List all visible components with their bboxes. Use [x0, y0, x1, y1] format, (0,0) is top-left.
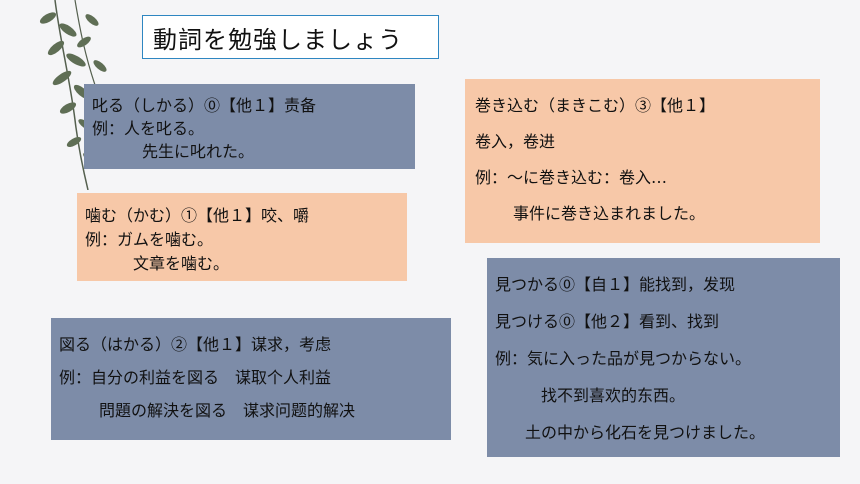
card-headword: 図る（はかる）②【他１】谋求，考虑 — [59, 335, 332, 354]
card-example: 事件に巻き込まれました。 — [513, 204, 706, 223]
card-headword: 噛む（かむ）①【他１】咬、嚼 — [85, 206, 310, 225]
card-example: 問題の解決を図る 谋求问题的解决 — [99, 401, 356, 420]
card-headword: 巻き込む（まきこむ）③【他１】 — [475, 96, 716, 115]
card-meaning: 卷入，卷进 — [475, 132, 556, 151]
page-title-text: 動詞を勉強しましょう — [153, 25, 403, 54]
vocab-card-kamu: 噛む（かむ）①【他１】咬、嚼 例：ガムを噛む。 文章を噛む。 — [77, 193, 407, 281]
card-example: 先生に叱れた。 — [142, 142, 255, 161]
card-example: 土の中から化石を見つけました。 — [525, 423, 766, 442]
card-example: 文章を噛む。 — [133, 254, 230, 273]
vocab-card-makikomu: 巻き込む（まきこむ）③【他１】 卷入，卷进 例：～に巻き込む：卷入… 事件に巻き… — [465, 79, 820, 243]
vocab-card-mitsukaru: 見つかる⓪【自１】能找到，发现 見つける⓪【他２】看到、找到 例：気に入った品が… — [487, 258, 840, 457]
vocab-card-hakaru: 図る（はかる）②【他１】谋求，考虑 例：自分の利益を図る 谋取个人利益 問題の解… — [51, 318, 451, 440]
card-example: 例：気に入った品が見つからない。 — [495, 349, 752, 368]
vocab-card-shikaru: 叱る（しかる）⓪【他１】责备 例：人を叱る。 先生に叱れた。 — [84, 84, 415, 169]
card-headword: 叱る（しかる）⓪【他１】责备 — [92, 96, 317, 115]
card-example: 找不到喜欢的东西。 — [541, 386, 686, 405]
card-headword: 見つける⓪【他２】看到、找到 — [495, 312, 720, 331]
card-example: 例：自分の利益を図る 谋取个人利益 — [59, 368, 332, 387]
card-example: 例：ガムを噛む。 — [85, 230, 214, 249]
card-example: 例：人を叱る。 — [92, 119, 205, 138]
card-example: 例：～に巻き込む：卷入… — [475, 168, 668, 187]
card-headword: 見つかる⓪【自１】能找到，发现 — [495, 275, 736, 294]
page-title: 動詞を勉強しましょう — [142, 15, 439, 59]
